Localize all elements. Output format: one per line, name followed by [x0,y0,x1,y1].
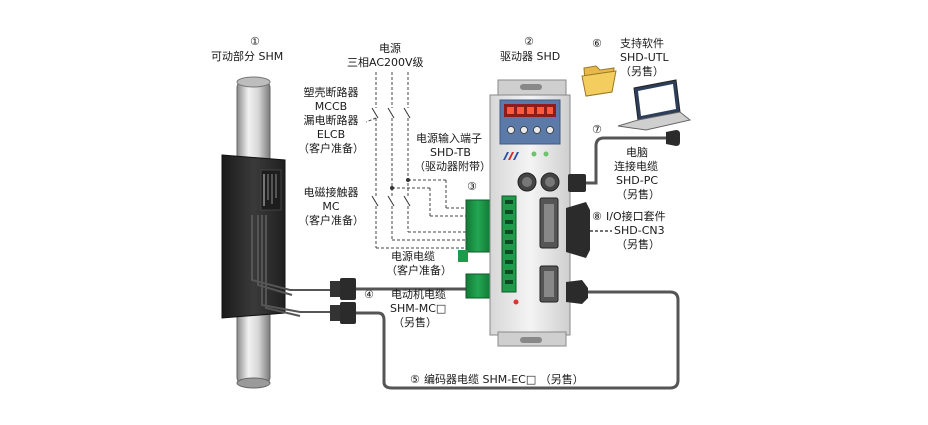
movable-part-number: ① [250,35,260,48]
motor-cable-terminal [465,273,491,299]
power-label-2: 三相AC200V级 [347,56,424,69]
power-cable-label-1: 电源电缆 [391,250,435,263]
contactor-label-3: （客户准备） [298,214,364,227]
breaker-label-3: 漏电断路器 [303,114,359,127]
power-led [531,151,537,157]
io-kit-number: ⑧ [592,210,602,223]
driver-mount-hole-top [520,84,542,90]
driver-mount-hole-bottom [520,337,542,343]
software-label-2: SHD-UTL [620,51,669,64]
power-cable-label-2: （客户准备） [386,264,452,277]
junction-dot [390,186,394,190]
driver-label: 驱动器 SHD [500,50,561,63]
terminal-label-1: 电源输入端子 [416,132,482,145]
driver-logo [503,152,519,160]
breaker-symbols [371,107,411,207]
encoder-cable-connector-actuator [330,302,356,324]
pc-cable-label-3: SHD-PC [616,174,659,187]
contactor-label-1: 电磁接触器 [303,186,359,199]
io-kit-label-3: （另售） [616,238,660,251]
power-label-1: 电源 [379,42,401,55]
driver-lcd-digits [507,107,553,114]
laptop-icon [617,79,692,131]
driver-buttons [507,126,554,134]
motor-cable-label-1: 电动机电缆 [391,288,446,301]
movable-part-label: 可动部分 SHM [211,50,284,63]
folder-icon [581,65,617,97]
encoder-cable-plug-driver [566,280,588,304]
software-label-1: 支持软件 [620,37,664,50]
software-label-3: （另售） [620,65,664,78]
terminal-label-2: SHD-TB [430,146,471,159]
pc-cable-label-4: （另售） [616,188,660,201]
motor-cable-label-3: （另售） [393,316,437,329]
pc-cable-plug-laptop [666,130,680,146]
power-cable-terminal [458,250,468,262]
breaker-label-4: ELCB [316,128,346,141]
encoder-cable-label: 编码器电缆 SHM-EC□ （另售） [424,373,584,386]
pc-cable-label-1: 电脑 [626,146,648,159]
power-wiring [365,72,466,249]
motor-cable-connector-actuator [330,278,356,300]
servo-led [543,151,549,157]
terminal-number: ③ [467,180,477,193]
io-kit-label-1: I/O接口套件 [606,210,666,223]
actuator-rod-bottom [236,377,271,389]
actuator-shm [221,76,286,389]
driver-number: ② [524,35,534,48]
pc-cable-label-2: 连接电缆 [614,160,658,173]
breaker-label-5: （客户准备） [298,142,364,155]
io-kit-plug [566,202,590,258]
pc-cable-plug-driver [568,174,586,192]
contactor-label-2: MC [322,200,340,213]
motor-cable-number: ④ [364,288,374,301]
actuator-rod-top [236,76,271,88]
charge-led [513,299,519,305]
software-number: ⑥ [592,37,602,50]
power-input-terminal [465,199,491,253]
pc-cable-number: ⑦ [592,123,602,136]
terminal-label-3: （驱动器附带） [414,160,491,173]
breaker-label-1: 塑壳断路器 [303,86,359,99]
junction-dot [406,178,410,182]
driver-shd [489,79,571,347]
io-kit-label-2: SHD-CN3 [614,224,665,237]
motor-cable-label-2: SHM-MC□ [390,302,447,315]
encoder-cable [356,290,680,390]
breaker-label-2: MCCB [314,100,348,113]
actuator-cables [251,215,330,317]
encoder-cable-number: ⑤ [410,373,420,386]
pc-connection-cable [586,136,668,185]
